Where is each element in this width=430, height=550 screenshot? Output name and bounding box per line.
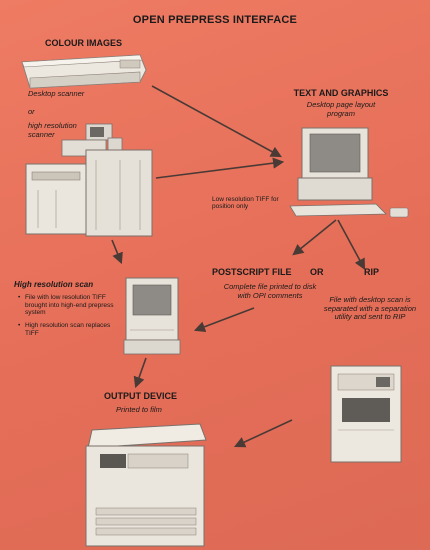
rip-device-icon — [330, 365, 402, 463]
arrow-workstation-to-rip — [337, 219, 366, 270]
text-graphics-heading: TEXT AND GRAPHICS — [293, 88, 389, 98]
postscript-file-heading: POSTSCRIPT FILE — [212, 267, 292, 277]
output-device-heading: OUTPUT DEVICE — [104, 391, 178, 401]
output-device-icon — [85, 423, 207, 547]
desktop-workstation-icon — [289, 127, 409, 218]
desktop-scanner-icon — [21, 54, 147, 89]
low-resolution-tiff-note: Low resolution TIFF for position only — [212, 196, 279, 211]
desktop-scanner-label: Desktop scanner — [28, 89, 85, 98]
rip-desc: File with desktop scan is separated with… — [323, 295, 417, 322]
arrow-scanner-to-high-res — [111, 239, 123, 265]
high-resolution-scan-heading: High resolution scan — [14, 280, 94, 289]
arrow-desktop-scanner-to-workstation — [151, 85, 282, 158]
high-res-bullet-2: High resolution scan replaces TIFF — [18, 322, 118, 337]
output-device-desc: Printed to film — [116, 405, 162, 414]
high-resolution-scan-list: File with low resolution TIFF brought in… — [18, 294, 118, 342]
arrow-computer-to-output — [133, 357, 147, 389]
page-title: OPEN PREPRESS INTERFACE — [132, 14, 298, 26]
rip-heading: RIP — [364, 267, 380, 277]
arrow-rip-to-output — [233, 419, 293, 448]
high-resolution-scanner-icon — [25, 123, 153, 237]
high-resolution-scanner-label: high resolution scanner — [28, 121, 77, 139]
postscript-computer-icon — [123, 277, 181, 355]
high-res-bullet-1: File with low resolution TIFF brought in… — [18, 294, 118, 317]
text-graphics-desc: Desktop page layout program — [306, 100, 376, 118]
or-label-small: or — [28, 107, 35, 116]
arrow-postscript-to-computer — [193, 307, 255, 333]
postscript-file-desc: Complete file printed to disk with OPI c… — [223, 282, 317, 300]
arrow-workstation-to-postscript — [292, 219, 337, 256]
or-separator: OR — [310, 267, 324, 277]
colour-images-heading: COLOUR IMAGES — [45, 38, 123, 48]
arrow-high-res-scanner-to-workstation — [155, 157, 285, 179]
